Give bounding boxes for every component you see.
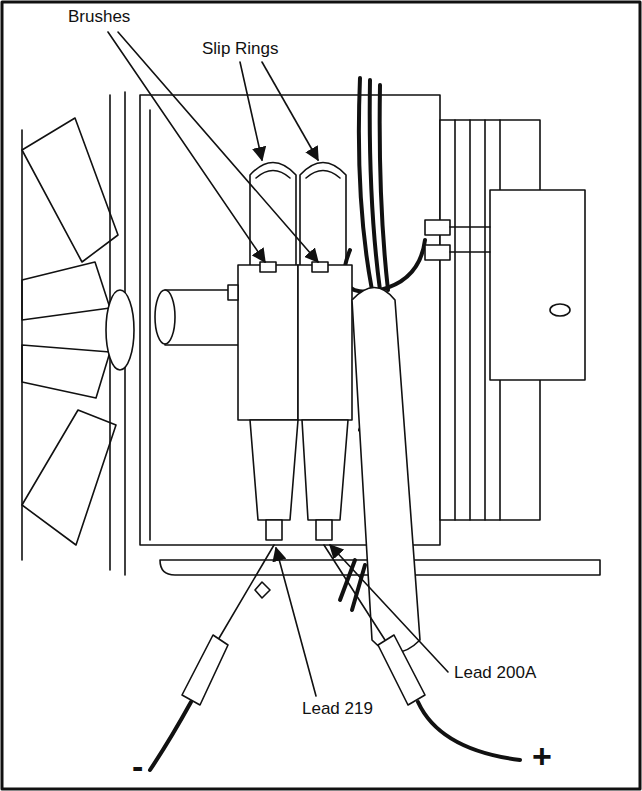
lead-label: Lead 200A bbox=[452, 664, 538, 683]
polarity-sign: - bbox=[130, 748, 145, 785]
wire-sleeve bbox=[352, 288, 420, 653]
wire-bundle-part bbox=[344, 240, 425, 292]
stator-stack-part bbox=[490, 190, 585, 380]
leader-lines-part bbox=[276, 548, 316, 696]
test-probes-part bbox=[182, 635, 228, 705]
test-probes-part bbox=[218, 545, 274, 640]
part-label: Brushes bbox=[66, 8, 132, 27]
test-probes-part bbox=[324, 545, 385, 640]
rotor-shaft-part bbox=[155, 290, 175, 344]
polarity-sign: + bbox=[530, 738, 554, 775]
stator-stack bbox=[425, 120, 585, 520]
cooling-fan-part bbox=[22, 345, 110, 398]
cooling-fan-part bbox=[21, 130, 23, 560]
cooling-fan-part bbox=[22, 410, 116, 545]
housing-part bbox=[149, 110, 151, 540]
test-probes-part bbox=[255, 582, 270, 598]
stator-stack-part bbox=[550, 304, 570, 316]
brush-holders-part bbox=[316, 520, 332, 540]
cooling-fan-part bbox=[22, 262, 110, 320]
cooling-fan-part bbox=[22, 118, 118, 262]
leader-lines bbox=[108, 32, 448, 696]
slip-rings-part bbox=[256, 171, 290, 179]
brush-holders-part bbox=[312, 262, 328, 272]
stator-stack-part bbox=[425, 220, 450, 235]
test-probes-part bbox=[418, 702, 520, 760]
brush-holders bbox=[228, 262, 352, 540]
leader-lines-part bbox=[262, 62, 318, 160]
stator-stack-part bbox=[450, 227, 490, 252]
leader-lines-part bbox=[108, 32, 265, 262]
brush-holders-part bbox=[238, 265, 298, 420]
brush-holders-part bbox=[266, 520, 282, 540]
slip-rings-part bbox=[306, 171, 340, 179]
leader-lines-part bbox=[330, 545, 448, 672]
test-probes-part bbox=[150, 702, 191, 770]
brush-holders-part bbox=[260, 262, 276, 272]
wire-bundle-part bbox=[380, 85, 388, 290]
test-probes-part bbox=[378, 635, 425, 705]
cooling-fan bbox=[22, 92, 134, 575]
brush-holders-part bbox=[250, 420, 298, 520]
part-label: Slip Rings bbox=[200, 40, 281, 59]
lead-label: Lead 219 bbox=[300, 700, 375, 719]
wire-sleeve-part bbox=[352, 288, 420, 653]
leader-lines-part bbox=[118, 32, 318, 262]
cooling-fan-part bbox=[106, 290, 134, 370]
brush-holders-part bbox=[228, 285, 238, 300]
leader-lines-part bbox=[240, 62, 262, 160]
brush-holders-part bbox=[302, 420, 348, 520]
brush-holders-part bbox=[298, 265, 352, 420]
test-probes bbox=[150, 545, 520, 770]
stator-stack-part bbox=[425, 245, 450, 260]
